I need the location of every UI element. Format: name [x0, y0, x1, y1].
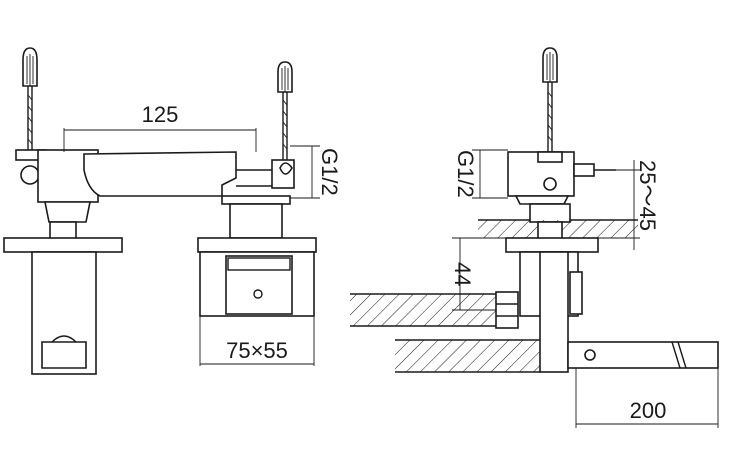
dim-label-125: 125	[142, 102, 179, 127]
right-handle-icon	[277, 61, 293, 160]
dim-44: 44	[450, 237, 506, 311]
lower-wall	[395, 339, 540, 373]
dim-200: 200	[575, 368, 719, 428]
dim-75x55: 75×55	[199, 316, 315, 366]
lever-arm	[567, 341, 719, 369]
dim-label-75x55: 75×55	[226, 338, 288, 363]
spout	[83, 151, 295, 197]
base-plate-left	[3, 237, 123, 375]
front-view: 125 G1/2 75×55	[3, 47, 342, 375]
side-flange	[505, 237, 599, 253]
dim-thread-right: G1/2	[453, 149, 508, 199]
dim-thread-left: G1/2	[290, 145, 342, 199]
dim-125: 125	[63, 102, 257, 152]
dim-label-200: 200	[630, 398, 667, 423]
dim-25-45: 25～45	[598, 160, 660, 250]
side-nut	[495, 291, 519, 329]
mixer-collar	[221, 195, 291, 205]
dim-label-25-45: 25～45	[635, 160, 660, 231]
side-view: G1/2 25～45 44 200	[350, 47, 719, 428]
side-body	[519, 251, 583, 373]
base-plate-right	[197, 237, 317, 317]
dim-label-thread-left: G1/2	[317, 148, 342, 196]
side-valve-housing	[507, 151, 616, 223]
dim-label-thread-right: G1/2	[453, 150, 478, 198]
mixer-column	[229, 203, 283, 239]
dim-label-44: 44	[450, 262, 475, 286]
top-wall	[478, 219, 638, 241]
